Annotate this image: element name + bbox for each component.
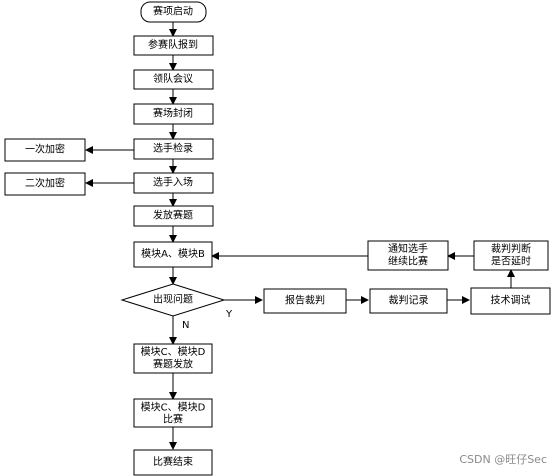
start-node: [140, 1, 207, 23]
notify-label-line1: 通知选手: [388, 242, 428, 255]
tech-debug-box: [470, 287, 551, 315]
watermark-text: CSDN @旺仔Sec: [459, 453, 547, 466]
distribute-questions-label: 发放赛题: [153, 209, 193, 222]
first-encryption-label: 一次加密: [25, 143, 65, 156]
contestant-entry-label: 选手入场: [153, 176, 193, 189]
yes-branch-label: Y: [225, 309, 233, 320]
leader-meeting-box: [133, 69, 214, 90]
module-cd-questions-box: [133, 343, 213, 374]
contestant-check-label: 选手检录: [153, 142, 193, 155]
venue-sealed-box: [133, 103, 214, 125]
problem-decision-diamond: [120, 283, 226, 317]
referee-decision-label-line2: 是否延时: [491, 256, 531, 268]
module-cd-questions-label-line1: 模块C、模块D: [141, 346, 206, 358]
module-ab-box: [133, 241, 213, 268]
module-cd-questions-label-line2: 赛题发放: [153, 358, 193, 371]
referee-record-label: 裁判记录: [389, 294, 429, 307]
contest-end-box: [133, 449, 213, 476]
report-referee-box: [263, 288, 347, 314]
venue-sealed-label: 赛场封闭: [153, 107, 193, 120]
contestant-check-box: [133, 138, 214, 160]
module-cd-contest-label-line2: 比赛: [163, 413, 183, 426]
tech-debug-label: 技术调试: [491, 294, 531, 307]
second-encryption-box: [4, 172, 86, 196]
module-ab-label: 模块A、模块B: [141, 248, 205, 260]
checkin-label: 参赛队报到: [148, 38, 198, 51]
referee-decision-box: [473, 240, 549, 271]
checkin-box: [133, 35, 214, 56]
contestant-entry-box: [133, 172, 214, 194]
contest-end-label: 比赛结束: [153, 455, 193, 468]
no-branch-label: N: [182, 320, 189, 331]
report-referee-label: 报告裁判: [285, 294, 325, 307]
distribute-questions-box: [133, 205, 214, 227]
module-cd-contest-box: [133, 398, 213, 428]
referee-decision-label-line1: 裁判判断: [491, 242, 531, 255]
leader-meeting-label: 领队会议: [153, 72, 193, 85]
module-cd-contest-label-line1: 模块C、模块D: [141, 402, 206, 414]
notify-label-line2: 继续比赛: [388, 255, 428, 268]
second-encryption-label: 二次加密: [25, 177, 65, 190]
referee-record-box: [369, 288, 448, 314]
start-label: 赛项启动: [153, 5, 193, 18]
first-encryption-box: [4, 138, 86, 162]
problem-decision-label: 出现问题: [153, 293, 193, 306]
notify-box: [367, 240, 449, 271]
